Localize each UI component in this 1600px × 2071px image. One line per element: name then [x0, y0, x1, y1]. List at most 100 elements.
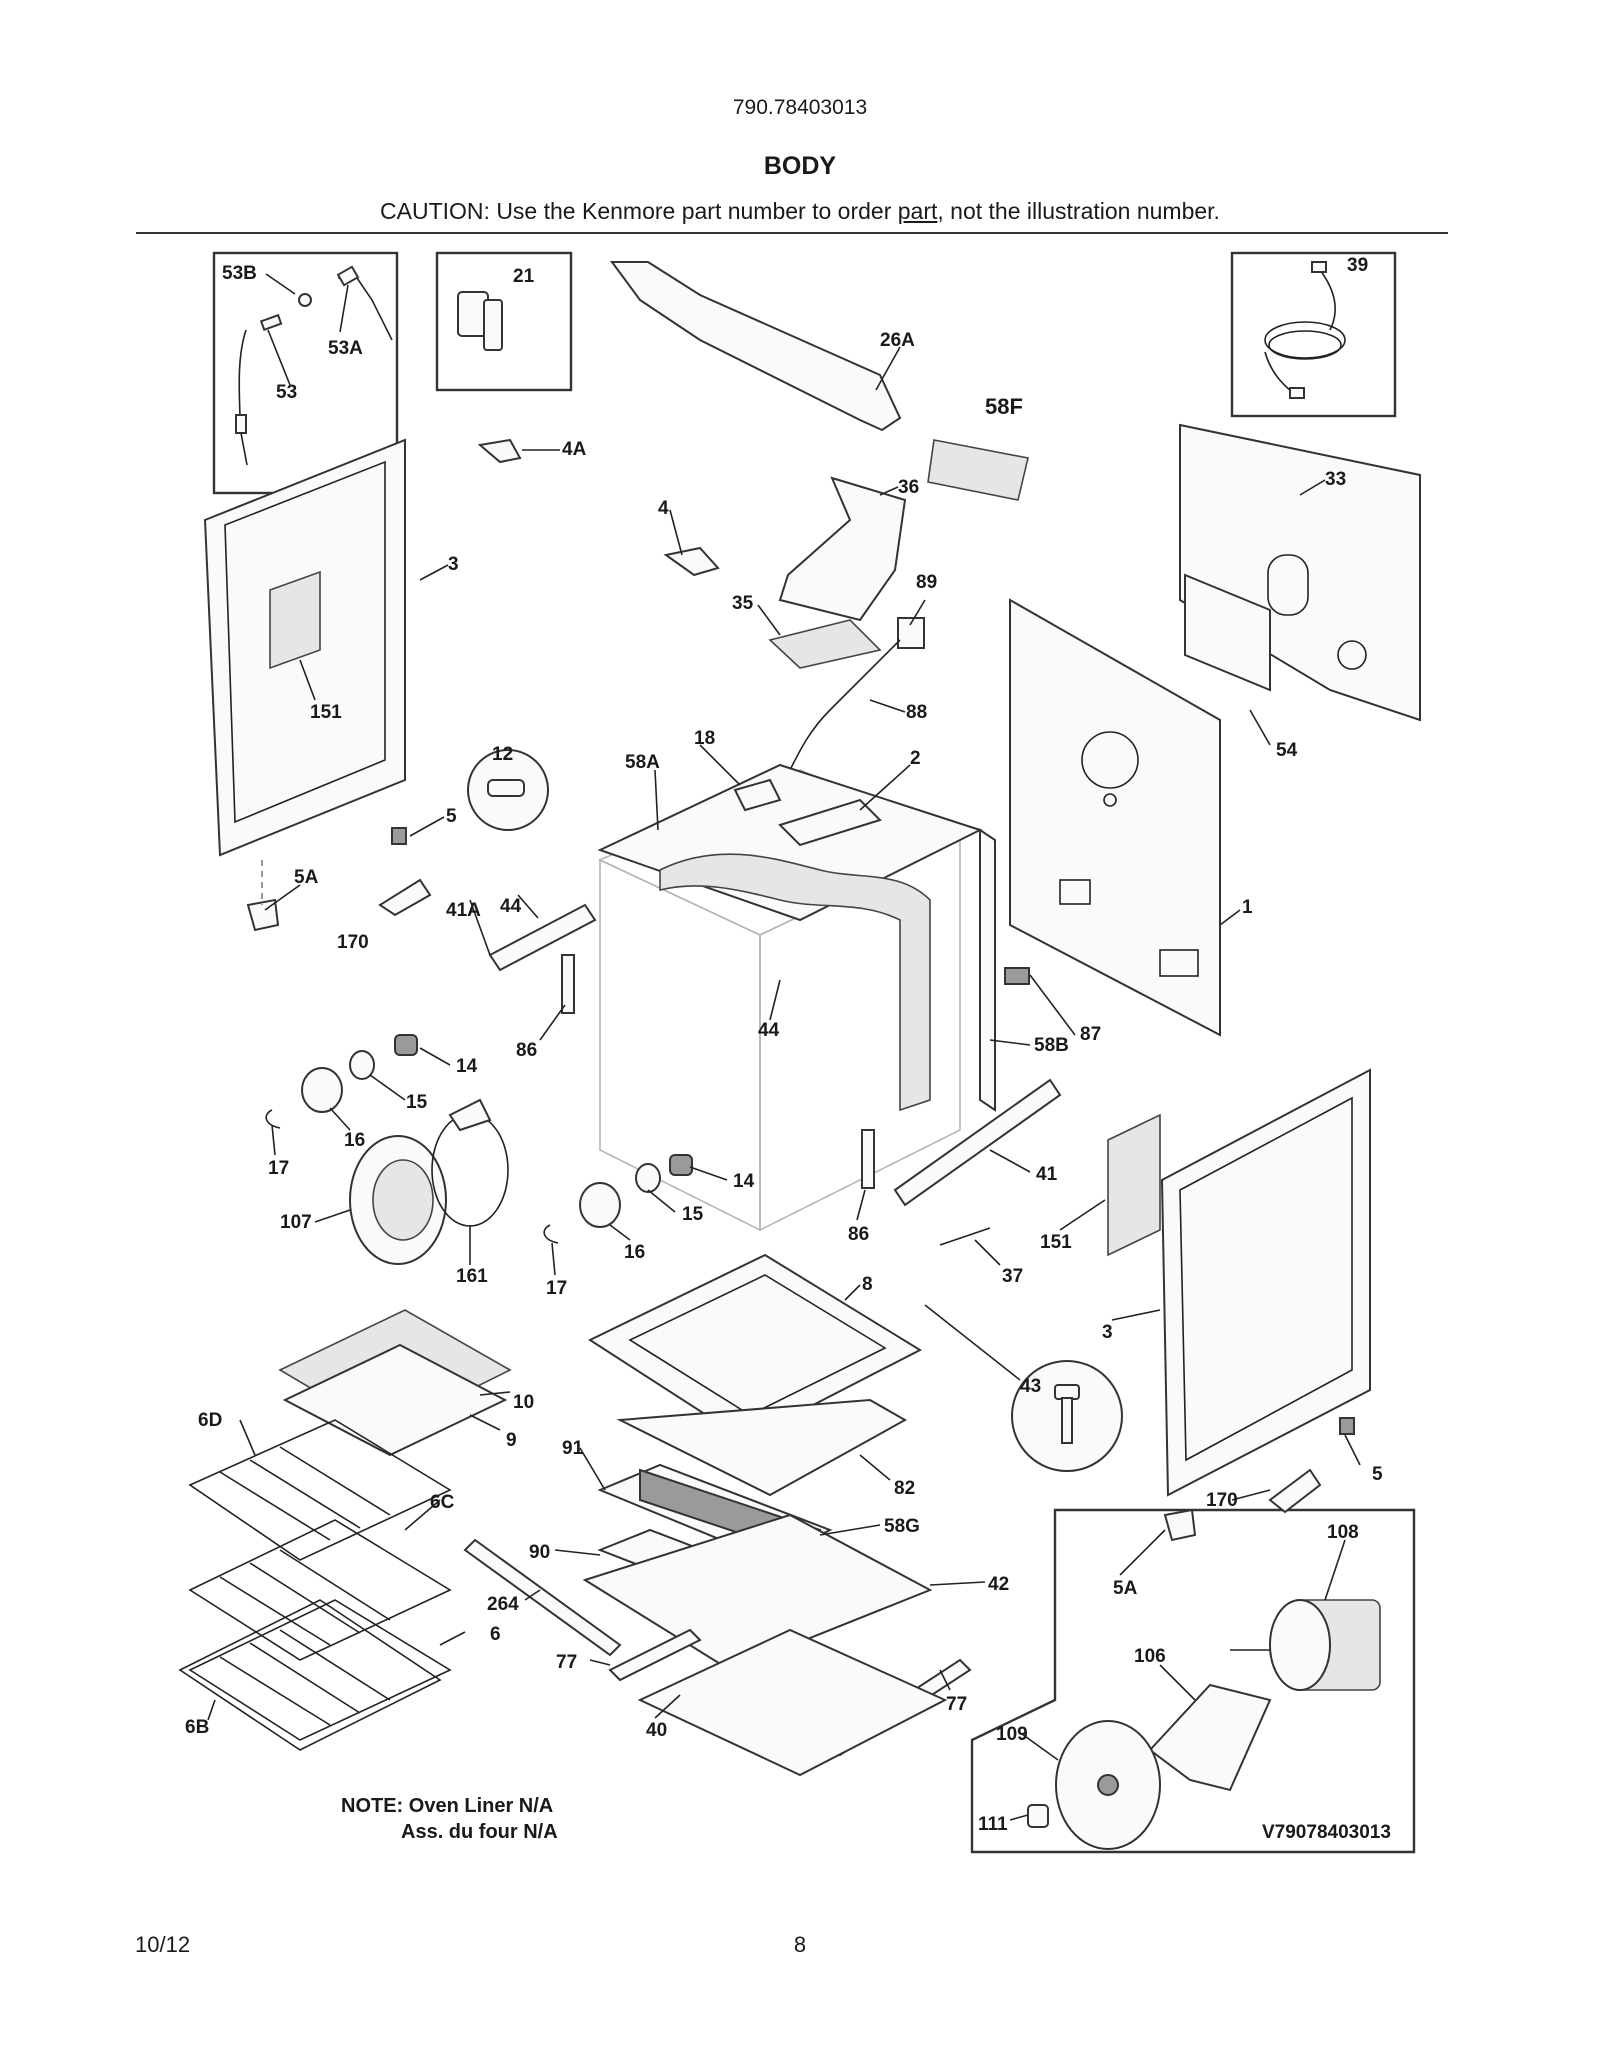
callout-14-lower: 14 [733, 1171, 755, 1192]
oven-racks [178, 1419, 452, 1751]
callout-86-left: 86 [516, 1040, 537, 1061]
part-58F-insulation [927, 439, 1029, 501]
callout-10: 10 [513, 1392, 534, 1413]
callout-6B: 6B [185, 1717, 209, 1738]
callout-9: 9 [506, 1430, 517, 1451]
part-40-drawer-panel [637, 1628, 948, 1777]
callout-107: 107 [280, 1212, 312, 1233]
part-18-switch [733, 778, 782, 812]
section-title: BODY [763, 152, 837, 180]
part-58B-insulation-side [979, 828, 996, 1112]
callout-6: 6 [490, 1624, 501, 1645]
callout-151-left: 151 [310, 702, 342, 723]
part-37-wire [939, 1227, 991, 1246]
callout-42: 42 [988, 1574, 1009, 1595]
callout-41A: 41A [446, 900, 481, 921]
part-3-side-panel-right [1160, 1068, 1371, 1497]
callout-36: 36 [898, 477, 919, 498]
callout-106: 106 [1134, 1646, 1166, 1667]
part-26A-bracket [610, 261, 902, 432]
part-1-back-panel [1009, 598, 1221, 1037]
callout-54: 54 [1276, 740, 1298, 761]
callout-43: 43 [1020, 1376, 1041, 1397]
part-36-duct [778, 476, 907, 622]
part-106-bracket [1148, 1683, 1272, 1792]
callout-58F: 58F [985, 394, 1023, 419]
part-41A-rail [488, 903, 597, 972]
insulation-blanket [659, 853, 931, 1112]
callout-88: 88 [906, 702, 927, 723]
part-35-plate [768, 619, 882, 669]
part-4A-clip [477, 438, 522, 464]
part-5A-left [246, 898, 280, 932]
callout-161: 161 [456, 1266, 488, 1287]
callout-53A: 53A [328, 338, 363, 359]
part-8-oven-bottom [587, 1253, 923, 1442]
callout-58G: 58G [884, 1516, 920, 1537]
callout-35: 35 [732, 593, 754, 614]
callout-3-right: 3 [1102, 1322, 1113, 1343]
callout-58A: 58A [625, 752, 660, 773]
footer-date: 10/12 [135, 1932, 191, 1957]
callout-4A: 4A [562, 439, 587, 460]
callout-5A-right: 5A [1113, 1578, 1138, 1599]
callout-5-right: 5 [1372, 1464, 1383, 1485]
callout-170-right: 170 [1206, 1490, 1238, 1511]
callout-53: 53 [276, 382, 297, 403]
oven-light-assembly-upper [265, 1034, 418, 1129]
callout-8: 8 [862, 1274, 873, 1295]
callout-58B: 58B [1034, 1035, 1069, 1056]
callout-87: 87 [1080, 1024, 1101, 1045]
caution-text: CAUTION: Use the Kenmore part number to … [0, 198, 1600, 225]
part-33-rear-cover [1179, 423, 1421, 722]
callout-17-lower: 17 [546, 1278, 567, 1299]
caution-prefix: CAUTION: Use the Kenmore part number to … [380, 198, 898, 224]
caution-part-link: part [897, 198, 938, 224]
part-107-fan-cover [349, 1135, 447, 1265]
part-82-heat-shield [616, 1398, 908, 1497]
callout-44-mid: 44 [758, 1020, 780, 1041]
callout-26A: 26A [880, 330, 915, 351]
part-170-right [1268, 1468, 1322, 1514]
callout-5A-left: 5A [294, 867, 319, 888]
callout-41: 41 [1036, 1164, 1058, 1185]
callout-37: 37 [1002, 1266, 1023, 1287]
caution-suffix: , not the illustration number. [937, 198, 1220, 224]
part-5-screw-left [391, 827, 407, 845]
part-111-nut [1027, 1804, 1049, 1828]
callout-18: 18 [694, 728, 715, 749]
part-9-broiler-insert [282, 1343, 508, 1457]
callout-3-left: 3 [448, 554, 459, 575]
note-oven-liner-line1: NOTE: Oven Liner N/A [341, 1795, 553, 1817]
inset-box-convection-motor [970, 1508, 1416, 1854]
callout-44-left: 44 [500, 896, 522, 917]
callout-33: 33 [1325, 469, 1346, 490]
callout-40: 40 [646, 1720, 667, 1741]
callout-labels: 53B 53A 53 21 26A 39 58F 4A 4 36 33 3 15… [185, 255, 1383, 1835]
callout-151-right: 151 [1040, 1232, 1072, 1253]
callout-6D: 6D [198, 1410, 222, 1431]
note-oven-liner-line2: Ass. du four N/A [401, 1821, 558, 1843]
probe-kit [235, 265, 393, 466]
callout-15-upper: 15 [406, 1092, 428, 1113]
part-5A-right [1163, 1508, 1197, 1542]
callout-16-upper: 16 [344, 1130, 365, 1151]
part-77-slide-left [608, 1628, 702, 1682]
part-86-bracket-left [561, 954, 575, 1014]
callout-264: 264 [487, 1594, 519, 1615]
part-151-bracket-left [269, 570, 321, 670]
callout-53B: 53B [222, 263, 257, 284]
callout-77-left: 77 [556, 1652, 577, 1673]
part-108-motor [1230, 1599, 1381, 1691]
footer-page-number: 8 [793, 1932, 807, 1957]
callout-109: 109 [996, 1724, 1028, 1745]
part-264-rail [463, 1538, 622, 1657]
part-86-bracket-right [861, 1129, 875, 1189]
part-54-cover [1184, 573, 1271, 692]
callout-21: 21 [513, 266, 535, 287]
part-88-wire [789, 639, 901, 771]
oven-light-assembly-lower [543, 1154, 693, 1244]
callout-91: 91 [562, 1438, 584, 1459]
part-161-element [431, 1113, 509, 1227]
callout-86-right: 86 [848, 1224, 869, 1245]
